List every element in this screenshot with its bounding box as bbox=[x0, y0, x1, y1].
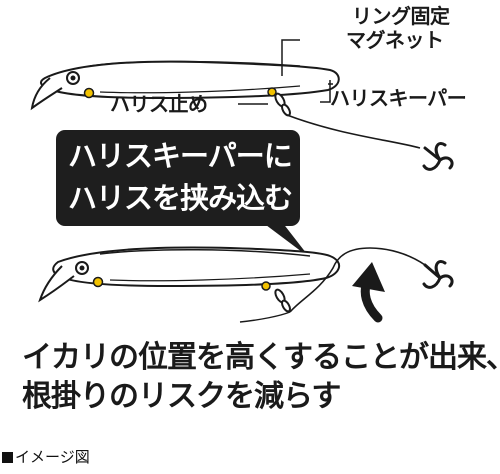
leader-keeper-label: ハリスキーパー bbox=[330, 86, 467, 110]
magnet-pointer-line bbox=[281, 39, 300, 76]
keeper-pointer-line bbox=[320, 80, 331, 103]
bottom-treble-hook-icon bbox=[422, 260, 454, 289]
caption-line-1: イカリの位置を高くすることが出来、 bbox=[22, 340, 500, 375]
caption-line-2: 根掛りのリスクを減らす bbox=[22, 379, 341, 414]
callout-box: ハリスキーパーに ハリスを挟み込む bbox=[56, 130, 300, 226]
callout-line-1: ハリスキーパーに bbox=[68, 139, 293, 173]
square-bullet-icon bbox=[2, 452, 13, 463]
callout-tail bbox=[262, 222, 310, 258]
bottom-lure-yellow-eye bbox=[92, 276, 104, 288]
top-lure-stopper-bead bbox=[267, 87, 277, 97]
curved-up-arrow-icon bbox=[352, 262, 385, 323]
footer-text: イメージ図 bbox=[15, 448, 90, 466]
footer-note: イメージ図 bbox=[2, 446, 90, 467]
top-swivel bbox=[274, 92, 291, 117]
top-lure-yellow-eye bbox=[83, 87, 95, 99]
bottom-leader-line bbox=[289, 247, 426, 313]
leader-stopper-label: ハリス止め bbox=[110, 92, 208, 116]
top-lure bbox=[30, 60, 340, 111]
bottom-swivel bbox=[274, 288, 291, 313]
bottom-lure bbox=[38, 246, 341, 303]
magnet-label-line2: マグネット bbox=[346, 28, 444, 52]
magnet-label-line1: リング固定 bbox=[352, 4, 450, 28]
top-leader-line bbox=[286, 114, 421, 149]
top-treble-hook-icon bbox=[422, 142, 454, 171]
callout-line-2: ハリスを挟み込む bbox=[68, 181, 293, 215]
bottom-lure-stopper-bead bbox=[261, 281, 271, 291]
